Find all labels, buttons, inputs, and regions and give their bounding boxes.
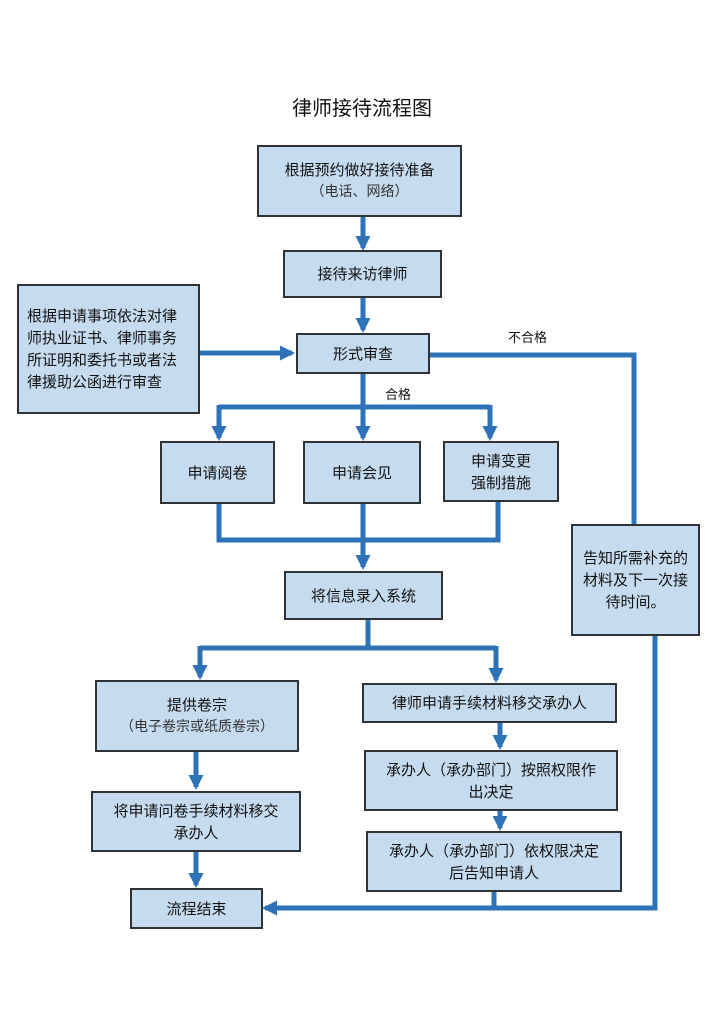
node-prepare-line1: 根据预约做好接待准备 (284, 161, 435, 179)
node-transfer-read-materials: 将申请问卷手续材料移交承办人 (91, 791, 301, 852)
connector-unqualified (430, 352, 637, 524)
node-notify-applicant: 承办人（承办部门）依权限决定后告知申请人 (366, 831, 622, 892)
node-receive: 接待来访律师 (283, 250, 442, 298)
connector-supplement-end (262, 636, 658, 916)
connector-merge (216, 502, 501, 543)
node-apply-change: 申请变更强制措施 (443, 441, 559, 502)
node-enter-system: 将信息录入系统 (284, 571, 443, 620)
node-provide-file: 提供卷宗 （电子卷宗或纸质卷宗） (95, 680, 299, 752)
node-prepare-line2: （电话、网络） (310, 184, 409, 200)
node-prepare: 根据预约做好接待准备 （电话、网络） (257, 145, 462, 217)
label-qualified: 合格 (385, 388, 412, 403)
node-decide-by-authority: 承办人（承办部门）按照权限作出决定 (364, 750, 618, 811)
node-end: 流程结束 (130, 888, 263, 929)
node-provide-file-line2: （电子卷宗或纸质卷宗） (120, 719, 274, 735)
node-provide-file-line1: 提供卷宗 (166, 696, 227, 714)
node-apply-meet: 申请会见 (303, 441, 421, 504)
label-unqualified: 不合格 (508, 331, 548, 346)
node-lawyer-transfer: 律师申请手续材料移交承办人 (362, 683, 617, 723)
node-review-basis: 根据申请事项依法对律师执业证书、律师事务所证明和委托书或者法律援助公函进行审查 (17, 284, 200, 414)
node-notify-supplement: 告知所需补充的材料及下一次接待时间。 (571, 524, 700, 636)
page-title: 律师接待流程图 (292, 96, 432, 120)
node-apply-read: 申请阅卷 (160, 441, 275, 504)
node-formal-review: 形式审查 (296, 333, 430, 374)
